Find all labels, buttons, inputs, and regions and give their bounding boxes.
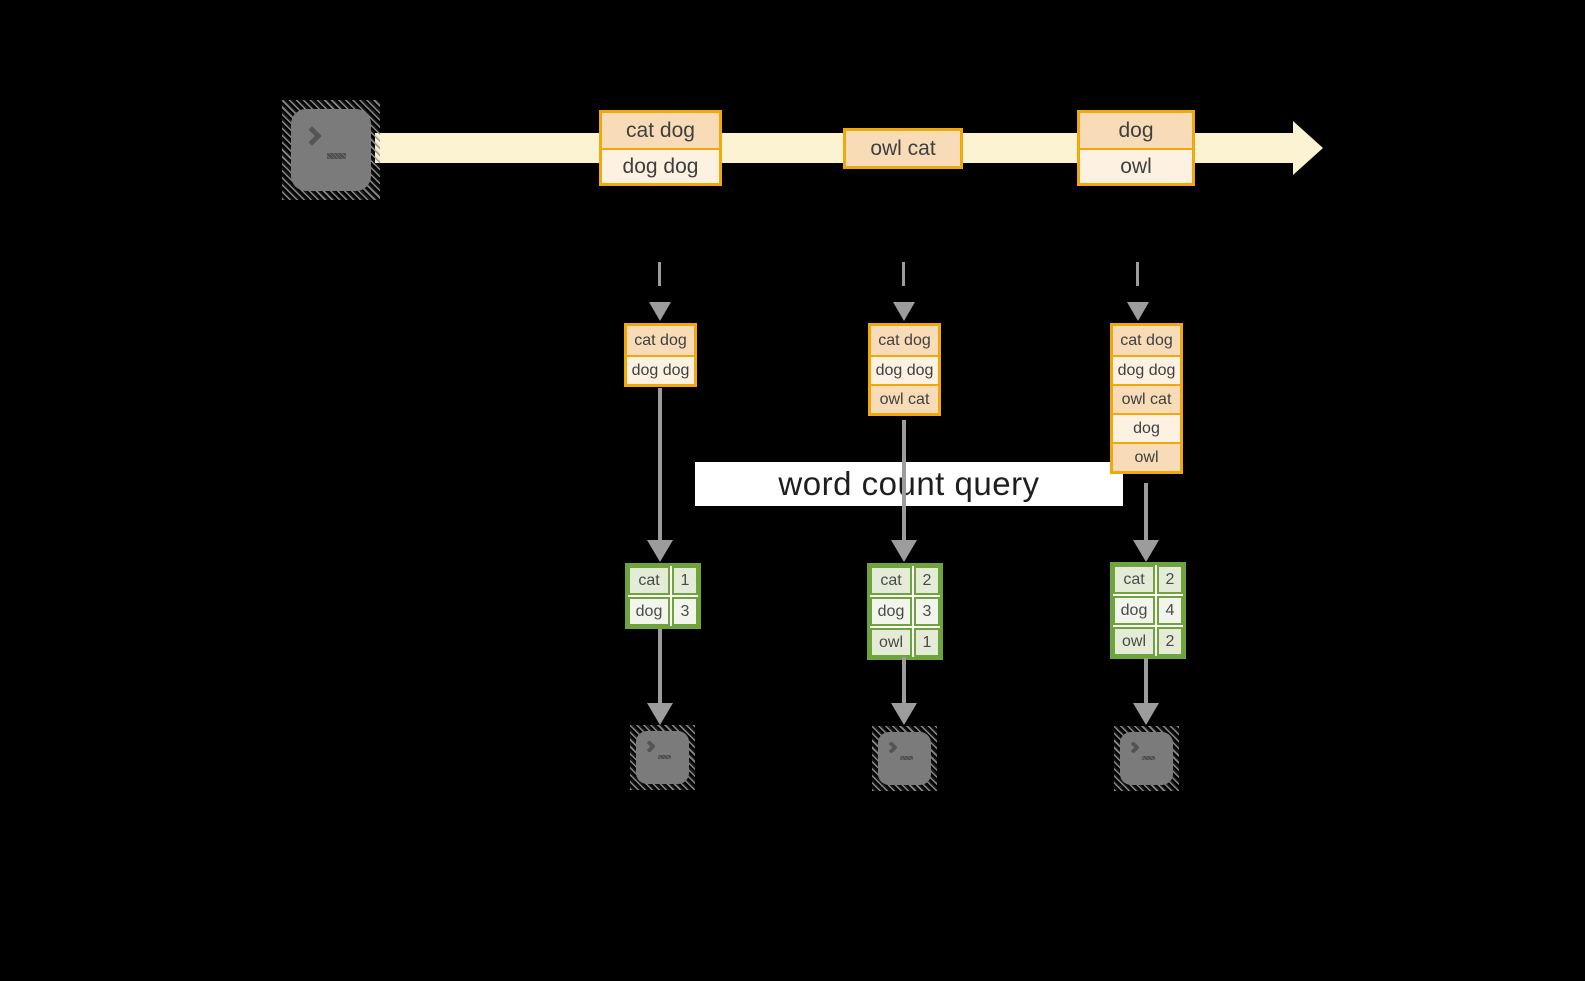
buffer-cell: owl cat	[1113, 384, 1180, 413]
buffer-cell: cat dog	[871, 326, 938, 355]
flow-arrow-line	[902, 657, 906, 703]
flow-arrow-head-icon	[891, 540, 917, 562]
flow-arrow-head-icon	[1133, 703, 1159, 725]
flow-arrow-line	[902, 420, 906, 540]
flow-arrow-head-icon	[1133, 540, 1159, 562]
stream-event-box: owl cat	[843, 128, 963, 169]
count-cell-value: 4	[1157, 596, 1183, 625]
ingest-arrow-line	[1136, 262, 1139, 302]
buffer-box: cat dog dog dog owl cat dog owl	[1110, 323, 1183, 474]
prompt-chevron-icon	[885, 741, 898, 754]
count-cell-word: owl	[1113, 627, 1155, 656]
prompt-underscore-icon	[658, 755, 671, 759]
count-cell-value: 1	[914, 628, 940, 657]
flow-arrow-head-icon	[647, 540, 673, 562]
prompt-chevron-icon	[302, 126, 322, 146]
stream-event-box: cat dog dog dog	[599, 110, 722, 186]
stream-event-cell: dog dog	[602, 148, 719, 183]
buffer-box: cat dog dog dog	[624, 323, 697, 387]
terminal-screen	[636, 731, 689, 784]
count-cell-word: owl	[870, 628, 912, 657]
flow-arrow-line	[658, 388, 662, 540]
buffer-box: cat dog dog dog owl cat	[868, 323, 941, 416]
stream-event-cell: dog	[1080, 113, 1192, 148]
flow-arrow-line	[658, 629, 662, 703]
terminal-screen	[878, 732, 931, 785]
prompt-underscore-icon	[1142, 756, 1155, 760]
prompt-chevron-icon	[643, 740, 656, 753]
count-cell-value: 3	[672, 597, 698, 626]
ingest-arrow-line	[658, 262, 661, 302]
buffer-cell: cat dog	[1113, 326, 1180, 355]
count-cell-word: cat	[628, 566, 670, 595]
flow-arrow-head-icon	[891, 703, 917, 725]
query-banner: word count query	[695, 462, 1123, 506]
flow-arrow-line	[1144, 483, 1148, 540]
stream-event-cell: owl	[1080, 148, 1192, 183]
prompt-underscore-icon	[327, 153, 346, 159]
stream-event-cell: cat dog	[602, 113, 719, 148]
flow-arrow-line	[1144, 658, 1148, 703]
buffer-cell: dog dog	[1113, 355, 1180, 384]
output-terminal-icon	[872, 726, 937, 791]
count-cell-value: 2	[914, 566, 940, 595]
prompt-chevron-icon	[1127, 741, 1140, 754]
buffer-cell: owl	[1113, 442, 1180, 471]
buffer-cell: cat dog	[627, 326, 694, 355]
terminal-screen	[291, 109, 371, 191]
buffer-cell: dog	[1113, 413, 1180, 442]
count-cell-value: 1	[672, 566, 698, 595]
count-table: cat 2 dog 3 owl 1	[867, 563, 943, 660]
source-terminal-icon	[282, 100, 380, 200]
ingest-arrow-line	[902, 262, 905, 302]
output-terminal-icon	[630, 725, 695, 790]
count-cell-value: 2	[1157, 565, 1183, 594]
count-table: cat 2 dog 4 owl 2	[1110, 562, 1186, 659]
count-cell-word: dog	[628, 597, 670, 626]
stream-arrowhead-icon	[1293, 121, 1323, 175]
ingest-arrow-head-icon	[893, 302, 915, 321]
buffer-cell: owl cat	[871, 384, 938, 413]
terminal-screen	[1120, 732, 1173, 785]
ingest-arrow-head-icon	[649, 302, 671, 321]
count-table: cat 1 dog 3	[625, 563, 701, 629]
buffer-cell: dog dog	[871, 355, 938, 384]
count-cell-value: 2	[1157, 627, 1183, 656]
count-cell-value: 3	[914, 597, 940, 626]
stream-event-box: dog owl	[1077, 110, 1195, 186]
count-cell-word: cat	[1113, 565, 1155, 594]
count-cell-word: dog	[1113, 596, 1155, 625]
buffer-cell: dog dog	[627, 355, 694, 384]
prompt-underscore-icon	[900, 756, 913, 760]
count-cell-word: cat	[870, 566, 912, 595]
flow-arrow-head-icon	[647, 703, 673, 725]
stream-event-cell: owl cat	[846, 131, 960, 166]
output-terminal-icon	[1114, 726, 1179, 791]
count-cell-word: dog	[870, 597, 912, 626]
ingest-arrow-head-icon	[1127, 302, 1149, 321]
